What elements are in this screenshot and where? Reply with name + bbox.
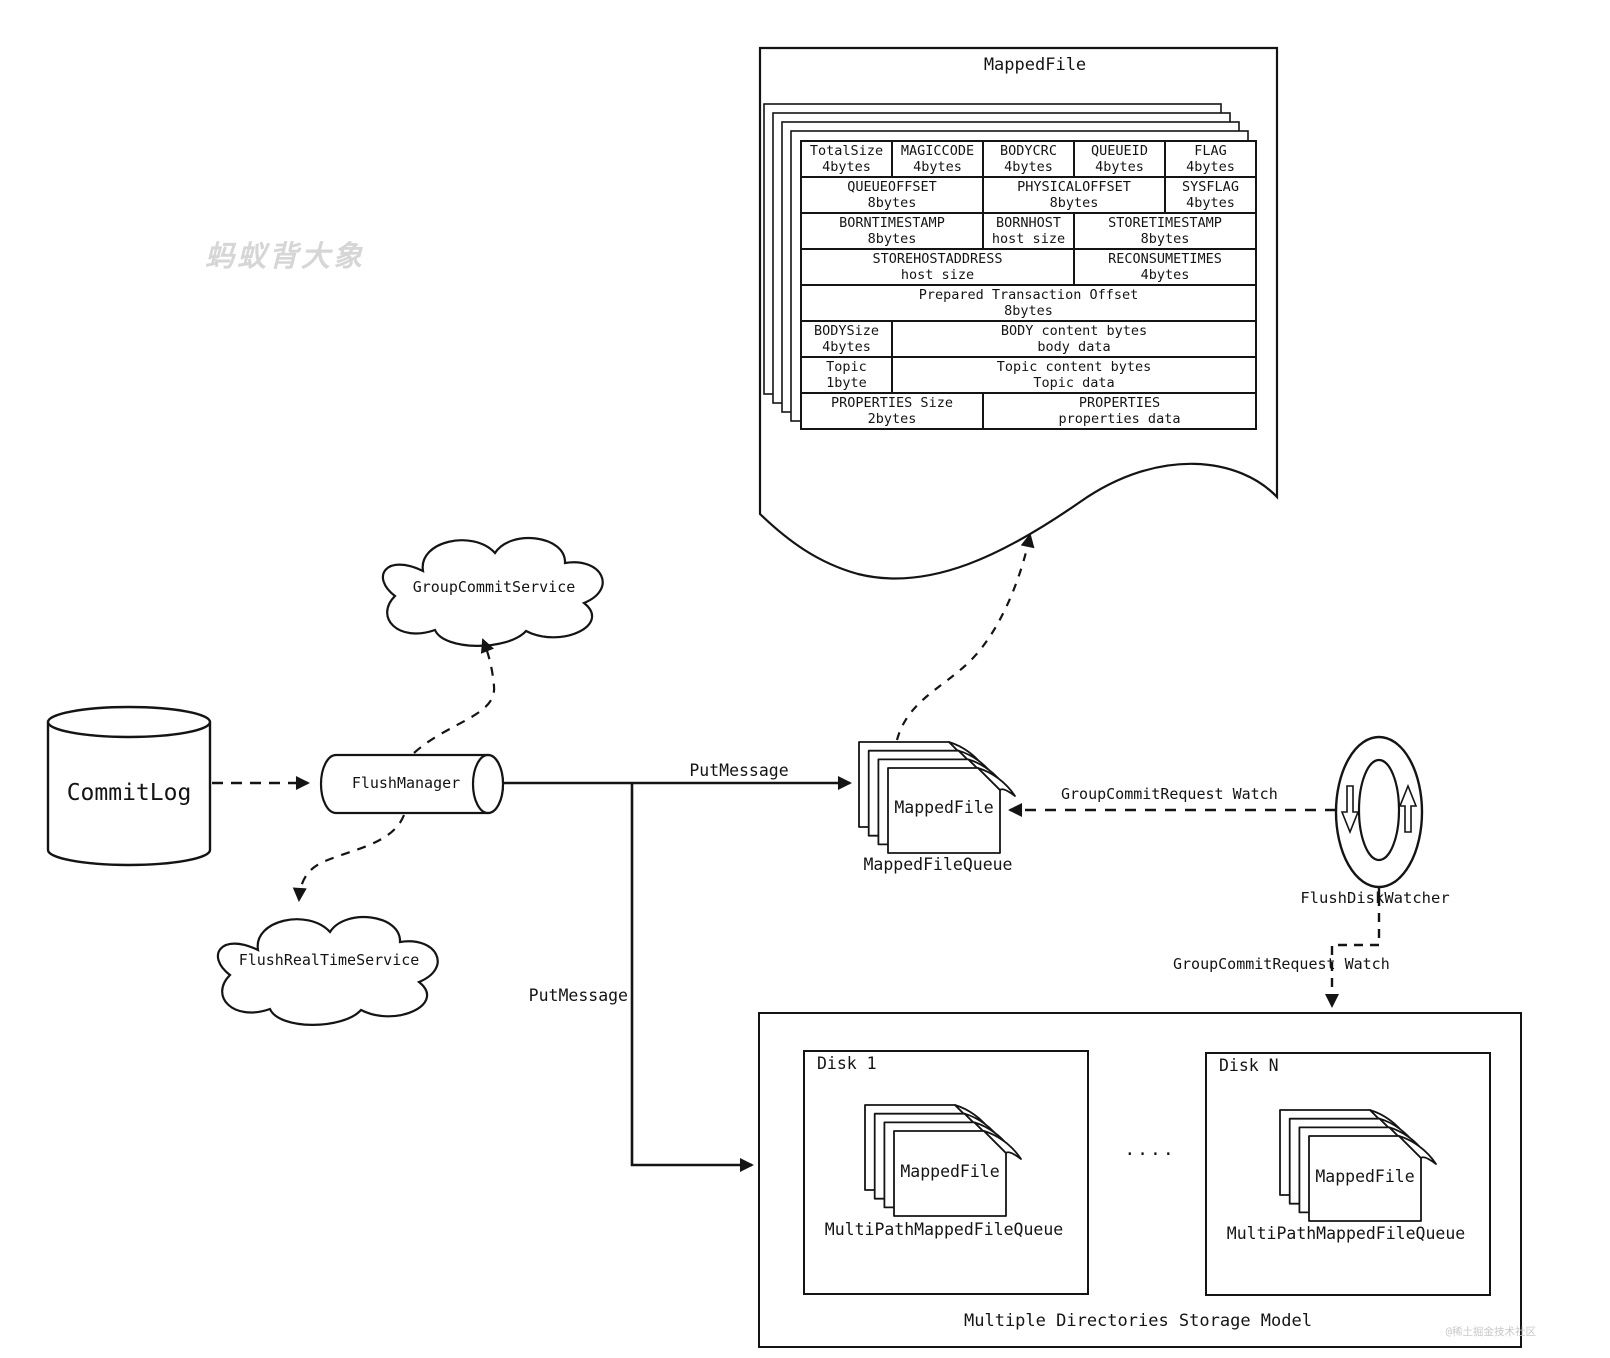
mappedfilequeue-label: MappedFileQueue — [863, 855, 1013, 874]
watcher-to-storage-arrow — [1325, 897, 1381, 1008]
flush-manager-pipe-icon — [319, 753, 505, 815]
document-title: MappedFile — [983, 55, 1087, 75]
groupcommitservice-label: GroupCommitService — [412, 578, 576, 596]
putmessage-branch-arrow — [630, 783, 754, 1172]
down-arrow-icon — [1340, 785, 1360, 835]
disk-1-box — [803, 1050, 1089, 1295]
storage-model-box — [758, 1012, 1522, 1348]
diskn-mappedfile-label: MappedFile — [1315, 1167, 1415, 1186]
diskn-queue-label: MultiPathMappedFileQueue — [1226, 1224, 1466, 1243]
edge-label-watch-top: GroupCommitRequest Watch — [1061, 785, 1278, 803]
flush-disk-watcher-loop-icon — [1334, 735, 1424, 897]
edge-label-putmessage-main: PutMessage — [689, 761, 789, 780]
edge-label-watch-bottom: GroupCommitRequest Watch — [1173, 955, 1390, 973]
mappedfile-stack-label: MappedFile — [894, 798, 994, 817]
center-watermark: 蚂蚁背大象 — [205, 239, 366, 273]
up-arrow-icon — [1398, 783, 1418, 833]
flushmanager-to-flushrealtimeservice-arrow — [292, 814, 406, 902]
disk-1-label: Disk 1 — [817, 1054, 877, 1073]
commitlog-database-icon — [46, 705, 212, 867]
flush-realtime-service-cloud — [216, 915, 439, 1026]
disk1-queue-label: MultiPathMappedFileQueue — [824, 1220, 1064, 1239]
disk1-mappedfile-label: MappedFile — [900, 1162, 1000, 1181]
flushrealtimeservice-label: FlushRealTimeService — [238, 951, 420, 969]
commitlog-label: CommitLog — [66, 780, 192, 806]
flushmanager-to-groupcommitservice-arrow — [413, 638, 496, 754]
dots-label: .... — [1124, 1139, 1176, 1160]
flushdiskwatcher-label: FlushDiskWatcher — [1300, 889, 1450, 907]
disk-n-box — [1205, 1052, 1491, 1296]
disk-n-label: Disk N — [1219, 1056, 1279, 1075]
flushmanager-label: FlushManager — [351, 774, 461, 792]
storage-model-title: Multiple Directories Storage Model — [964, 1311, 1312, 1331]
disk1-stack-icon — [864, 1104, 1022, 1217]
mappedfilequeue-to-document-arrow — [895, 533, 1035, 741]
edge-label-putmessage-branch: PutMessage — [528, 986, 628, 1005]
diskn-stack-icon — [1279, 1109, 1437, 1222]
corner-watermark: @稀土掘金技术社区 — [1445, 1326, 1536, 1338]
